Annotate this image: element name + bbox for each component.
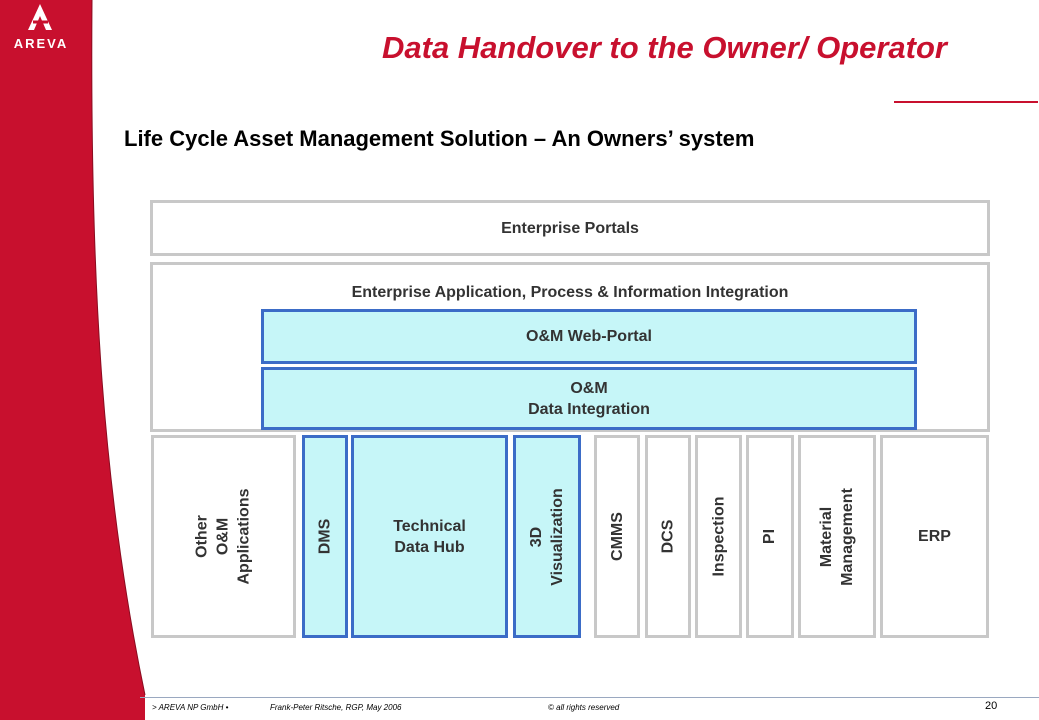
enterprise-portals-box: Enterprise Portals [150, 200, 990, 256]
pi-box: PI [746, 435, 794, 638]
material-management-label: Material Management [818, 487, 857, 586]
erp-label: ERP [918, 528, 951, 545]
enterprise-portals-label: Enterprise Portals [501, 219, 639, 237]
om-web-portal-label: O&M Web-Portal [526, 328, 652, 345]
footer-author: Frank-Peter Ritsche, RGP, May 2006 [270, 703, 402, 712]
footer-divider [140, 697, 1039, 698]
dms-box: DMS [302, 435, 348, 638]
other-om-applications-label: Other O&M Applications [193, 488, 253, 585]
page-number: 20 [985, 700, 998, 712]
footer-company: > AREVA NP GmbH • [152, 703, 229, 712]
dcs-box: DCS [645, 435, 691, 638]
om-data-integration-label: O&M Data Integration [528, 379, 650, 418]
areva-logo: AREVA [0, 0, 80, 60]
inspection-label: Inspection [710, 496, 728, 577]
3d-visualization-box: 3D Visualization [513, 435, 581, 638]
om-data-integration-box: O&M Data Integration [261, 367, 917, 430]
left-red-band [0, 0, 146, 720]
page-title: Data Handover to the Owner/ Operator [382, 30, 947, 65]
cmms-label: CMMS [608, 512, 626, 561]
inspection-box: Inspection [695, 435, 742, 638]
om-web-portal-box: O&M Web-Portal [261, 309, 917, 364]
enterprise-integration-label: Enterprise Application, Process & Inform… [351, 284, 789, 301]
areva-a-icon [28, 4, 52, 30]
page-subtitle: Life Cycle Asset Management Solution – A… [124, 126, 755, 151]
material-management-box: Material Management [798, 435, 876, 638]
3d-visualization-label: 3D Visualization [528, 487, 567, 586]
pi-label: PI [761, 528, 779, 545]
cmms-box: CMMS [594, 435, 640, 638]
logo-text: AREVA [13, 36, 69, 51]
title-underline [894, 101, 1038, 103]
footer-rights: © all rights reserved [548, 703, 620, 712]
other-om-applications-box: Other O&M Applications [151, 435, 296, 638]
dms-label: DMS [316, 518, 334, 555]
technical-data-hub-box: Technical Data Hub [351, 435, 508, 638]
technical-data-hub-label: Technical Data Hub [393, 517, 466, 556]
erp-box: ERP [880, 435, 989, 638]
dcs-label: DCS [659, 519, 677, 554]
